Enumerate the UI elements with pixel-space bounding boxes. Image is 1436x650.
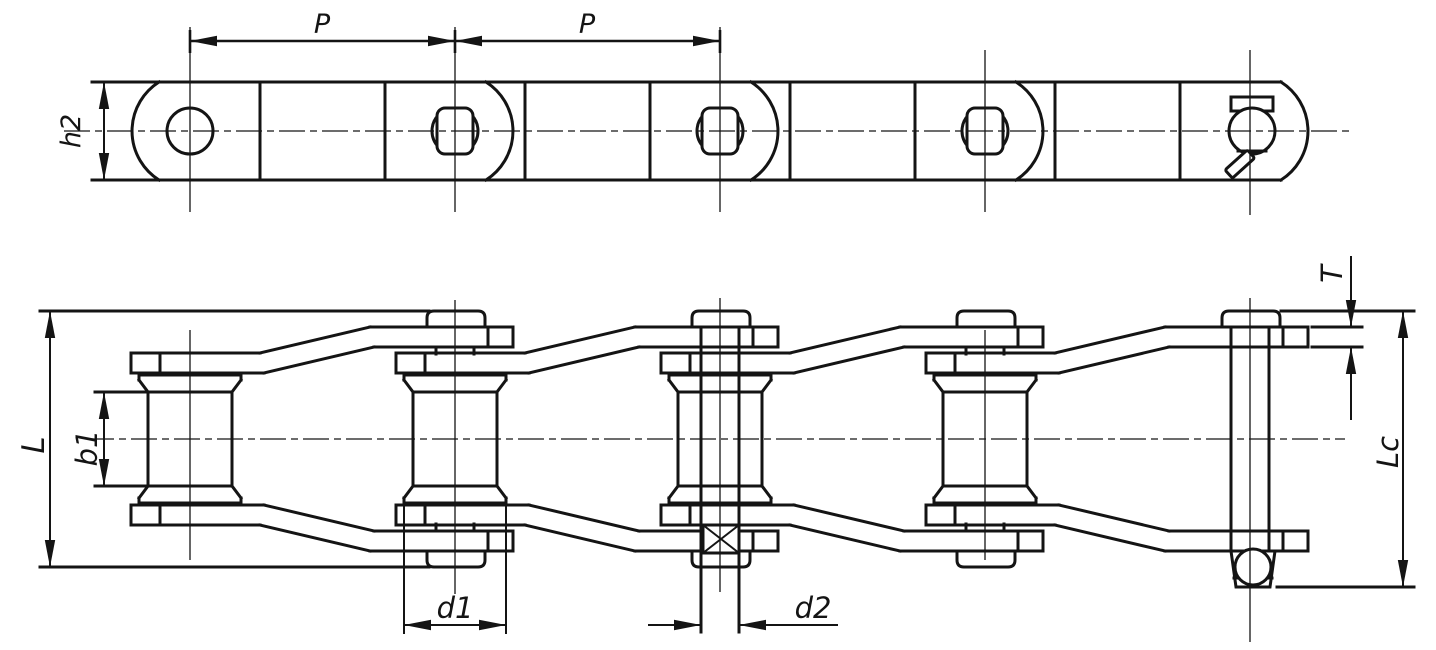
inner-width-label: b1 [70,430,104,467]
cotter-pin-eye [1233,547,1273,587]
sidebar-thickness-label: T [1315,263,1349,283]
cotter-pin-side [1224,95,1277,179]
side-view: P P h2 [56,9,1352,215]
overall-length-label: L [16,436,52,453]
pin-flat-mark [701,523,741,555]
dimension-pitch: P P [188,9,722,53]
plate-height-label: h2 [56,114,87,148]
dimension-sidebar-thickness: T [1310,256,1364,420]
dimension-overall-length: L [16,309,431,569]
pin-head-top [1220,309,1282,329]
side-centerlines-vertical [189,27,1251,215]
sidebar-bottom [924,503,1310,553]
pin-head-bottom [955,549,1017,569]
sidebar-bottom [129,503,515,553]
pin-head-top [690,309,752,329]
dimension-roller-diameter: d1 [403,500,507,634]
dimension-plate-height: h2 [56,82,110,180]
length-over-cotter-label: Lc [1371,436,1405,468]
plate-end-arc-right [1278,79,1310,183]
pin-head-top [955,309,1017,329]
pin-diameter-label: d2 [795,591,832,625]
cotter-pin-leg [1224,149,1256,179]
sidebar-top [659,325,1045,375]
plan-view: L b1 d1 d2 [16,256,1416,642]
sidebar-top [924,325,1310,375]
pin-head-top [425,309,487,329]
extended-pin-assembly [690,309,752,634]
dimension-inner-width: b1 [70,390,152,488]
roller-diameter-label: d1 [437,591,474,625]
plan-centerlines-vertical [189,298,1251,642]
pin-assembly [425,309,487,569]
sidebar-top [394,325,780,375]
dimension-pin-diameter: d2 [648,591,838,631]
dimension-length-over-cotter: Lc [1275,309,1416,589]
pitch-label-1: P [314,9,331,40]
pin-head-bottom [425,549,487,569]
cotter-pin-assembly [1220,309,1282,589]
pitch-label-2: P [579,9,596,40]
sidebar-top [129,325,515,375]
pin-assembly [955,309,1017,569]
